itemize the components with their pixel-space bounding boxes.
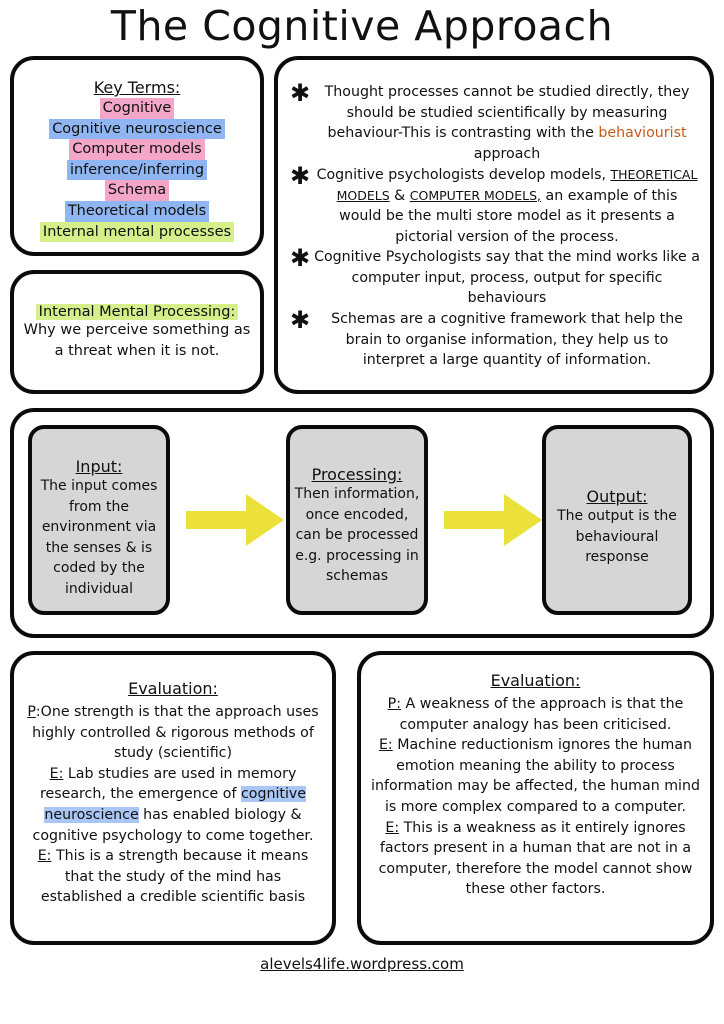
evaluation-strength-box: Evaluation: P:One strength is that the a… [10,651,336,945]
bullet-item: ✱ Cognitive psychologists develop models… [290,162,698,245]
input-process-output-box: Input: The input comes from the environm… [10,408,714,638]
imp-heading: Internal Mental Processing: [14,304,260,320]
key-term-item: Cognitive neuroscience [14,118,260,140]
imp-text: Why we perceive something as a threat wh… [23,322,251,359]
asterisk-icon: ✱ [290,162,311,190]
key-term-item: Theoretical models [14,200,260,222]
key-term-item: Schema [14,180,260,201]
evaluation-weakness-box: Evaluation: P: A weakness of the approac… [357,651,714,945]
input-heading: Input: [75,457,123,476]
evaluation-point: P: A weakness of the approach is that th… [387,696,684,733]
input-text: The input comes from the environment via… [40,478,158,597]
bullet-points-box: ✱ Thought processes cannot be studied di… [274,56,714,394]
arrow-right-icon [186,494,284,546]
evaluation-point: P:One strength is that the approach uses… [27,704,319,762]
processing-heading: Processing: [311,465,403,484]
internal-mental-processing-box: Internal Mental Processing: Why we perce… [10,270,264,394]
output-text: The output is the behavioural response [557,508,677,566]
bullet-item: ✱ Thought processes cannot be studied di… [290,79,690,162]
processing-text: Then information, once encoded, can be p… [294,486,420,585]
evaluation-explanation: E: Machine reductionism ignores the huma… [371,737,700,815]
bullet-item: ✱ Cognitive Psychologists say that the m… [290,244,700,307]
asterisk-icon: ✱ [290,244,311,272]
page-title: The Cognitive Approach [110,2,614,50]
key-term-item: Computer models [14,139,260,160]
processing-step: Processing: Then information, once encod… [286,425,428,615]
input-step: Input: The input comes from the environm… [28,425,170,615]
output-heading: Output: [586,487,648,506]
arrow-right-icon [444,494,542,546]
evaluation-evaluation: E: This is a strength because it means t… [37,848,309,906]
key-term-item: Internal mental processes [14,221,260,243]
evaluation-heading: Evaluation: [490,671,581,690]
key-term-item: inference/inferring [14,159,260,181]
asterisk-icon: ✱ [290,79,311,107]
key-term-item: Cognitive [14,98,260,119]
output-step: Output: The output is the behavioural re… [542,425,692,615]
bullet-item: ✱ Schemas are a cognitive framework that… [290,306,683,369]
key-terms-heading: Key Terms: [93,78,181,97]
asterisk-icon: ✱ [290,306,311,334]
evaluation-explanation: E: Lab studies are used in memory resear… [32,765,314,844]
evaluation-evaluation: E: This is a weakness as it entirely ign… [378,819,693,898]
key-terms-box: Key Terms: Cognitive Cognitive neuroscie… [10,56,264,256]
footer-link[interactable]: alevels4life.wordpress.com [260,955,464,973]
evaluation-heading: Evaluation: [128,679,218,698]
